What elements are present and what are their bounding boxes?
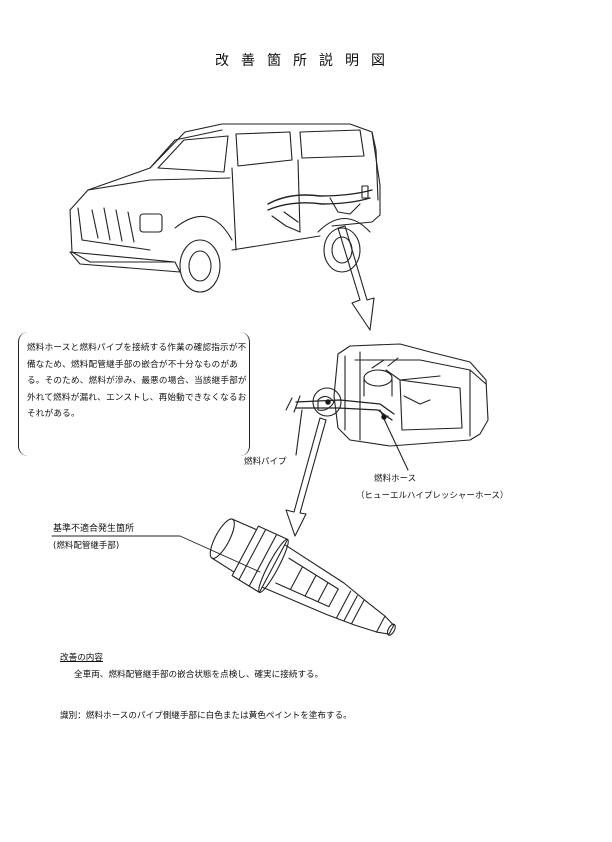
arrow-tank-to-connector <box>285 417 327 537</box>
page-title: 改善箇所説明図 <box>215 53 397 69</box>
identification-text: 識別：燃料ホースのパイプ側継手部に白色または黄色ペイントを塗布する。 <box>60 711 352 721</box>
arrow-car-to-tank <box>337 225 375 331</box>
improvement-heading: 改善の内容 <box>60 653 103 663</box>
label-fuel-hose-sub: （ヒューエルハイプレッシャーホース） <box>356 491 509 501</box>
label-defect-location: 基準不適合発生箇所 <box>53 524 135 534</box>
connector-illustration <box>209 518 396 636</box>
vehicle-illustration <box>69 123 381 293</box>
label-fuel-pipe: 燃料パイプ <box>244 457 287 467</box>
explanation-text: 燃料ホースと燃料パイプを接続する作業の確認指示が不備なため、燃料配管継手部の嵌合… <box>27 343 247 419</box>
label-fuel-hose: 燃料ホース <box>374 474 417 484</box>
improvement-content: 全車両、燃料配管継手部の嵌合状態を点検し、確実に接続する。 <box>74 670 324 680</box>
label-defect-location-sub: (燃料配管継手部) <box>53 541 120 551</box>
explanation-bracket <box>18 332 250 456</box>
